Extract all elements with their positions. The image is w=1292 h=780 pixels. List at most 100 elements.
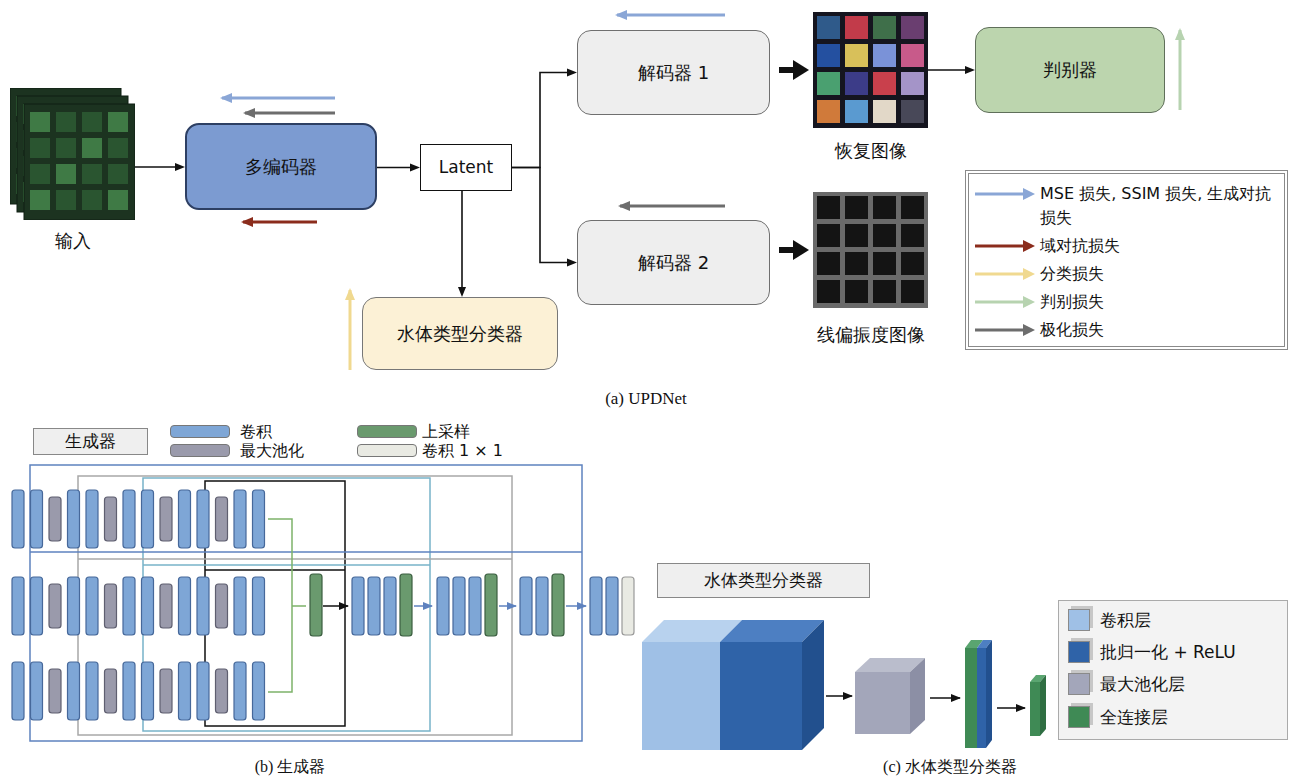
pool-bar [160,584,172,628]
image-patch [901,72,924,95]
legend-label: 域对抗损失 [1040,234,1278,258]
image-patch [817,252,840,275]
conv-bar [142,662,154,720]
image-patch [30,138,50,158]
pool-bar [49,584,61,628]
image-patch [817,100,840,123]
conv-bar [12,662,24,720]
fc-bn-side [986,640,992,748]
connector-line [377,167,411,169]
image-patch [901,100,924,123]
upsample-bar [552,574,564,636]
legend-label: 最大池化 [240,439,304,463]
image-patch [817,72,840,95]
conv-bar [142,490,154,548]
connector [512,168,577,267]
image-patch [82,190,102,210]
skip-connection [205,481,345,726]
restored-image: 恢复图像 [813,12,928,128]
image-patch [845,252,868,275]
conv-bar [590,577,602,635]
node-label: 水体类型分类器 [397,323,523,345]
conv-bar [123,490,135,548]
node-label: 判别器 [1043,59,1097,81]
image-patch [817,16,840,39]
image-patch [845,280,868,303]
loss-arrow [245,112,335,115]
legend-swatch [357,444,417,457]
connector-line [512,73,568,168]
conv-bar [179,577,191,635]
image-patch [30,112,50,132]
skip-connection [205,569,345,571]
legend-label: 全连接层 [1100,705,1168,730]
image-patch [30,190,50,210]
image-patch [901,280,924,303]
connector [512,69,577,168]
legend-label: 批归一化 + ReLU [1100,640,1236,665]
legend-label: 分类损失 [1040,262,1278,286]
classifier-box: 水体类型分类器 [362,297,558,370]
connector-line [779,67,794,73]
conv-bar [197,577,209,635]
legend-arrow [975,238,1037,254]
pool-bar [105,669,117,713]
legend-arrow-line [975,273,1025,276]
conv-bar [68,490,80,548]
legend-arrow-line [975,301,1025,304]
fc-bn-block [977,648,986,748]
arrow-head [793,240,809,260]
upsample-bar [485,574,497,636]
decoder-box: 解码器 2 [577,220,770,305]
node-label: 解码器 2 [638,252,709,274]
conv-bar [179,662,191,720]
conv-bar [352,577,364,635]
conv-bar [606,577,618,635]
legend-label: 最大池化层 [1100,672,1185,697]
generator-figure [12,465,634,741]
conv-bar [253,662,265,720]
image-caption: 恢复图像 [835,140,907,162]
image-patch [873,280,896,303]
pool-block [855,672,910,734]
legend-swatch [357,425,417,438]
conv-block [642,642,720,750]
conv-bar [31,577,43,635]
loss-arrow [349,290,352,370]
panel-title-box: 水体类型分类器 [657,563,870,598]
image-patch [873,100,896,123]
legend-label: 判别损失 [1040,290,1278,314]
upsample-bar [310,574,322,636]
image-patch [817,196,840,219]
legend-arrow-line [975,193,1025,196]
panel-caption: (c) 水体类型分类器 [883,757,1017,777]
arrow-head [567,259,577,267]
conv-bar [234,662,246,720]
image-patch [817,280,840,303]
arrow-head [175,163,185,171]
legend-arrow-head [1023,324,1035,336]
dolp-picture [813,192,928,308]
conv-bar [437,577,449,635]
conv-bar [68,577,80,635]
flow-arrow [566,605,586,607]
conv-bar [253,490,265,548]
image-patch [82,112,102,132]
pool-bar [216,497,228,541]
conv-bar [453,577,465,635]
image-ground [813,12,928,128]
latent-box: Latent [420,144,512,191]
flow-arrow [323,605,348,607]
arrow-head [793,60,809,80]
image-patch [845,100,868,123]
pool-block-side [910,658,925,734]
legend-swatch [1068,641,1090,663]
image-patch [82,138,102,158]
thick-arrow [779,60,809,80]
connector-line [779,247,794,253]
legend-label: 卷积 [240,420,272,444]
flow-arrow [826,695,852,697]
conv-bar [123,577,135,635]
image-patch [108,138,128,158]
conv-bar [12,577,24,635]
